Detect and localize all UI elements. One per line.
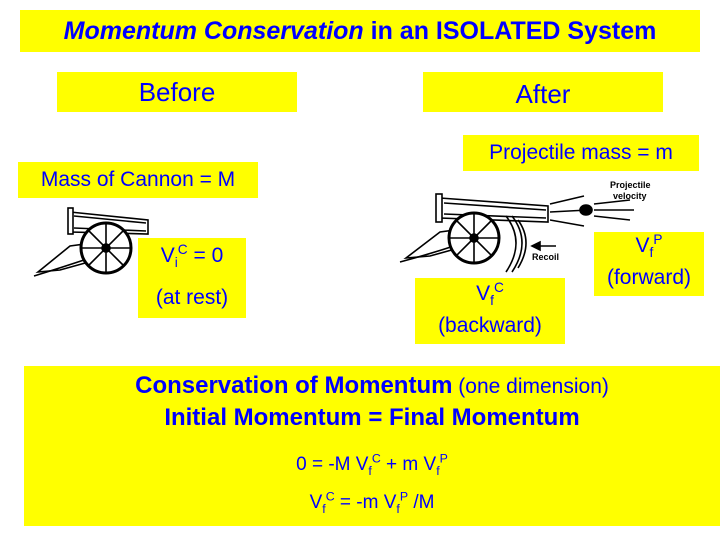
conservation-summary: Conservation of Momentum (one dimension)…	[24, 366, 720, 526]
initial-velocity-expression: ViC = 0	[160, 242, 224, 271]
cannon-final-velocity-note: (backward)	[438, 314, 542, 337]
momentum-equation: 0 = -M VfC + m VfP	[296, 451, 448, 478]
recoil-velocity-equation: VfC = -m VfP /M	[309, 489, 435, 516]
title-rest: in an ISOLATED System	[363, 17, 657, 45]
summary-heading: Conservation of Momentum (one dimension)	[135, 372, 609, 399]
title-emphasis: Momentum Conservation	[63, 17, 364, 45]
summary-heading-note: (one dimension)	[452, 375, 609, 398]
initial-velocity-box: ViC = 0 (at rest)	[138, 238, 246, 318]
projectile-velocity-expression: VfP	[635, 232, 663, 261]
cannon-mass-label: Mass of Cannon = M	[18, 162, 258, 198]
cannon-final-velocity-box: VfC (backward)	[415, 278, 565, 344]
before-label: Before	[57, 72, 297, 112]
recoil-label: Recoil	[532, 252, 559, 262]
page-title: Momentum Conservation in an ISOLATED Sys…	[20, 10, 700, 52]
initial-velocity-note: (at rest)	[155, 286, 229, 309]
cannon-final-velocity-expression: VfC	[476, 280, 504, 309]
projectile-velocity-note: (forward)	[606, 266, 691, 289]
after-label: After	[423, 72, 663, 112]
cannon-after-illustration: Projectile velocity Recoil	[399, 180, 651, 273]
projectile-velocity-box: VfP (forward)	[594, 232, 704, 296]
projectile-velocity-label-1: Projectile	[610, 180, 651, 190]
projectile-mass-label: Projectile mass = m	[463, 135, 699, 171]
projectile-velocity-label-2: velocity	[613, 191, 647, 201]
summary-subheading: Initial Momentum = Final Momentum	[164, 404, 580, 431]
cannon-before-illustration	[33, 207, 149, 277]
